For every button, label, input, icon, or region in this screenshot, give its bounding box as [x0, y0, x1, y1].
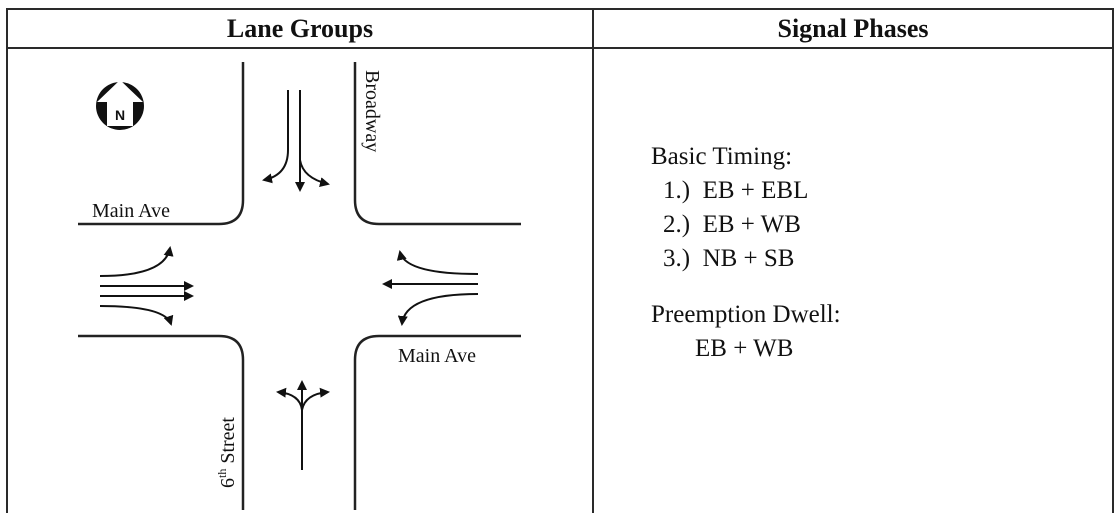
table-right-border [1112, 8, 1114, 513]
column-divider [592, 8, 594, 513]
street-label-broadway: Broadway [361, 70, 383, 152]
header-signal-phases: Signal Phases [777, 14, 929, 43]
north-arrow-icon: N [96, 80, 144, 130]
basic-phase-2: 2.) EB + WB [663, 211, 801, 238]
basic-phase-3: 3.) NB + SB [663, 245, 795, 272]
table-left-border [6, 8, 8, 513]
street-label-6th-street: 6th Street [215, 417, 239, 488]
header-divider [6, 47, 1114, 49]
curb-lines [78, 62, 521, 510]
table-top-border [6, 8, 1114, 10]
signal-phases-list: Basic Timing: 1.) EB + EBL 2.) EB + WB 3… [651, 140, 841, 366]
westbound-lane-arrows [382, 250, 479, 326]
street-label-main-ave-east: Main Ave [398, 345, 476, 367]
southbound-lane-arrows [262, 90, 330, 192]
street-label-main-ave-west: Main Ave [92, 200, 170, 222]
preemption-dwell-title: Preemption Dwell: [651, 301, 841, 328]
preemption-phase-1: EB + WB [695, 335, 794, 362]
header-lane-groups: Lane Groups [226, 14, 374, 43]
svg-text:N: N [115, 107, 125, 123]
northbound-lane-arrows [276, 380, 330, 470]
basic-phase-1: 1.) EB + EBL [663, 177, 809, 204]
basic-timing-title: Basic Timing: [651, 143, 793, 170]
eastbound-lane-arrows [99, 246, 194, 326]
